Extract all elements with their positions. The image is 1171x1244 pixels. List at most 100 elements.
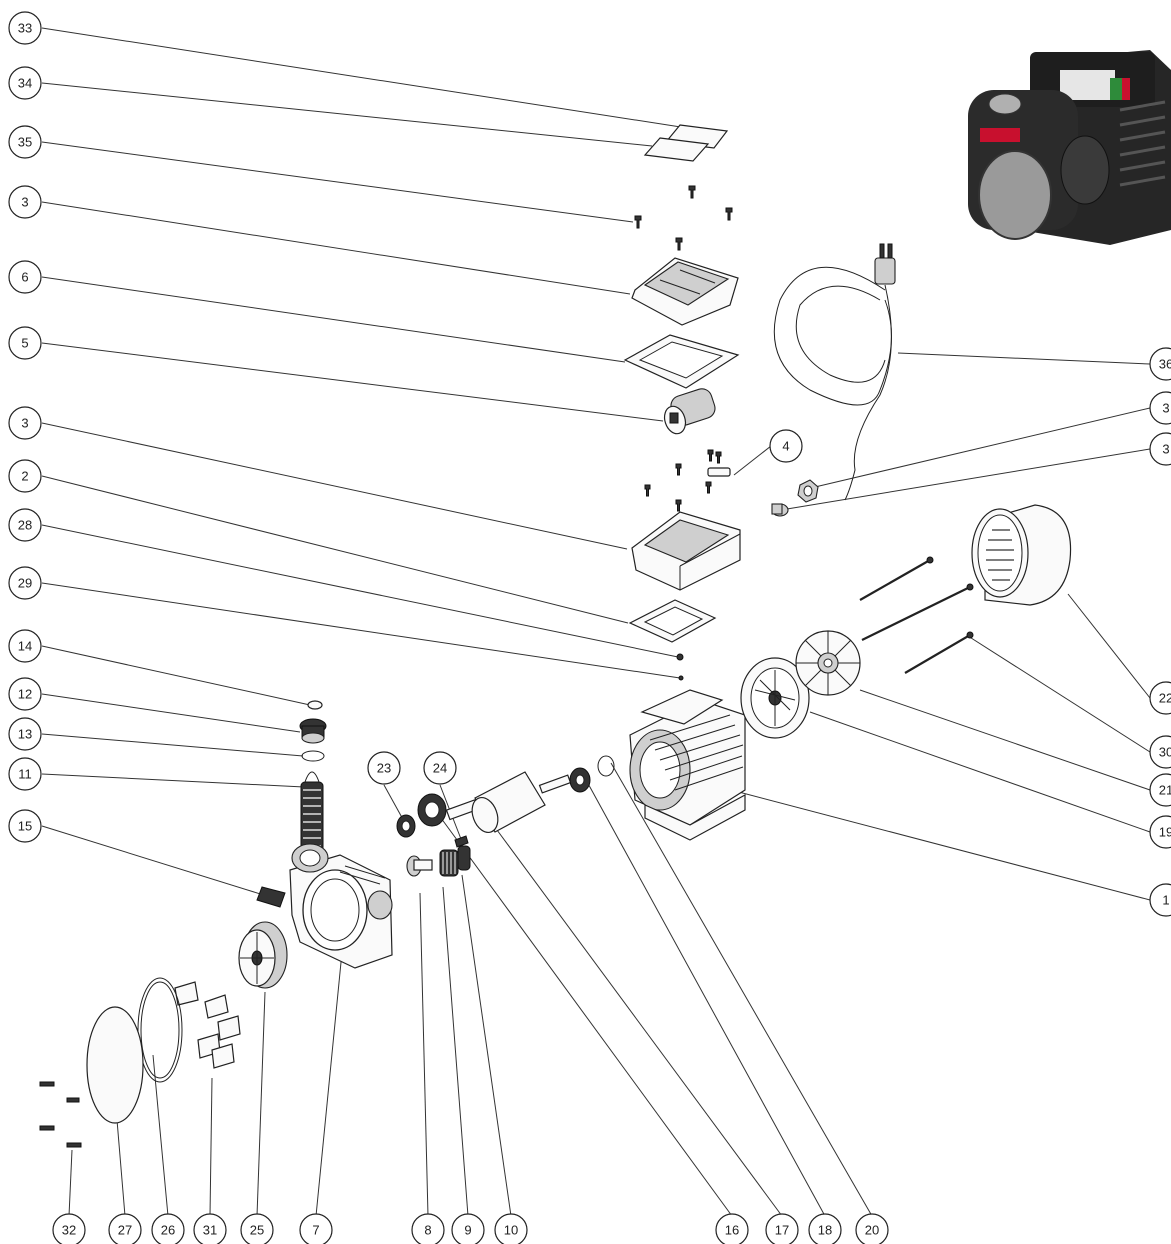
callout: 9 xyxy=(451,1213,485,1244)
callout-number: 3 xyxy=(1162,442,1169,457)
callout-number: 3 xyxy=(1162,401,1169,416)
callout: 13 xyxy=(8,717,42,751)
callout: 20 xyxy=(855,1213,889,1244)
base-gasket xyxy=(628,599,717,643)
callout: 27 xyxy=(108,1213,142,1244)
callout-number: 14 xyxy=(18,639,32,654)
callout-number: 9 xyxy=(464,1223,471,1238)
callout-number: 12 xyxy=(18,687,32,702)
tie-rods-30 xyxy=(859,556,974,674)
callout: 22 xyxy=(1149,681,1171,715)
label-sticker-34 xyxy=(643,137,710,162)
callout-number: 27 xyxy=(118,1223,132,1238)
callout-number: 33 xyxy=(18,21,32,36)
callout: 25 xyxy=(240,1213,274,1244)
screw-28 xyxy=(676,653,684,661)
cooling-fan-21 xyxy=(795,630,861,696)
callout: 3 xyxy=(8,185,42,219)
callout: 3 xyxy=(1149,391,1171,425)
callout: 11 xyxy=(8,757,42,791)
filler-cap-12 xyxy=(299,718,327,744)
callout: 34 xyxy=(8,66,42,100)
callout-number: 4 xyxy=(782,439,789,454)
key-24 xyxy=(454,835,469,848)
callout-number: 29 xyxy=(18,576,32,591)
callout-number: 23 xyxy=(377,761,391,776)
filter-mesh-15 xyxy=(256,886,286,908)
callout-number: 22 xyxy=(1159,691,1171,706)
callout: 10 xyxy=(494,1213,528,1244)
callout-number: 16 xyxy=(725,1223,739,1238)
callout: 29 xyxy=(8,566,42,600)
callout: 14 xyxy=(8,629,42,663)
cap-seal-14 xyxy=(307,700,323,710)
callout-number: 31 xyxy=(203,1223,217,1238)
callout-number: 3 xyxy=(21,416,28,431)
callout: 12 xyxy=(8,677,42,711)
callout-number: 35 xyxy=(18,135,32,150)
vanes-31 xyxy=(174,981,241,1069)
callout: 36 xyxy=(1149,347,1171,381)
callout-number: 36 xyxy=(1159,357,1171,372)
callout: 33 xyxy=(8,11,42,45)
rotor-25 xyxy=(238,921,288,989)
callout-number: 10 xyxy=(504,1223,518,1238)
front-cover-27 xyxy=(86,1006,144,1124)
callout: 30 xyxy=(1149,735,1171,769)
pump-photo-icon xyxy=(968,50,1171,245)
callout-number: 20 xyxy=(865,1223,879,1238)
motor-shaft-17 xyxy=(445,771,572,834)
callout-number: 13 xyxy=(18,727,32,742)
callout-number: 8 xyxy=(424,1223,431,1238)
terminal-block xyxy=(644,449,731,512)
motor-housing-1 xyxy=(629,689,746,841)
callout-number: 17 xyxy=(775,1223,789,1238)
cover-screws xyxy=(634,185,733,251)
callout-number: 2 xyxy=(21,469,28,484)
callout-number: 11 xyxy=(18,767,32,782)
terminal-box-lid xyxy=(631,257,739,326)
callout: 26 xyxy=(151,1213,185,1244)
callout: 16 xyxy=(715,1213,749,1244)
callout-number: 15 xyxy=(18,819,32,834)
callout: 18 xyxy=(808,1213,842,1244)
cover-o-ring-26 xyxy=(137,977,183,1083)
callout-number: 1 xyxy=(1162,893,1169,908)
cover-screws-32 xyxy=(39,1081,82,1148)
callout-number: 7 xyxy=(312,1223,319,1238)
callout-number: 30 xyxy=(1159,745,1171,760)
lid-gasket xyxy=(623,334,740,389)
callout: 5 xyxy=(8,326,42,360)
terminal-box-base xyxy=(631,511,741,591)
callout: 6 xyxy=(8,260,42,294)
callout: 15 xyxy=(8,809,42,843)
callout: 8 xyxy=(411,1213,445,1244)
washer-29 xyxy=(678,675,684,681)
callout-number: 28 xyxy=(18,518,32,533)
callout: 28 xyxy=(8,508,42,542)
callout-number: 25 xyxy=(250,1223,264,1238)
callout: 19 xyxy=(1149,815,1171,849)
callout: 1 xyxy=(1149,883,1171,917)
callout: 32 xyxy=(52,1213,86,1244)
power-cable-36 xyxy=(773,243,896,501)
o-ring-13 xyxy=(301,750,325,762)
leader-lines xyxy=(41,27,1151,1217)
callout-number: 18 xyxy=(818,1223,832,1238)
callout: 4 xyxy=(769,429,803,463)
callout-number: 21 xyxy=(1159,783,1171,798)
callout: 3 xyxy=(1149,432,1171,466)
bypass-valve xyxy=(406,845,471,877)
callout-number: 26 xyxy=(161,1223,175,1238)
callout: 35 xyxy=(8,125,42,159)
callout: 24 xyxy=(423,751,457,785)
motor-flange-19 xyxy=(740,657,810,739)
callout: 17 xyxy=(765,1213,799,1244)
callout: 3 xyxy=(8,406,42,440)
parts xyxy=(39,124,1072,1148)
callout-number: 6 xyxy=(21,270,28,285)
callouts: 33 34 35 3 6 5 3 2 28 29 14 12 13 11 15 … xyxy=(8,11,1171,1244)
cable-gland-body xyxy=(771,503,789,517)
callout-number: 3 xyxy=(21,195,28,210)
